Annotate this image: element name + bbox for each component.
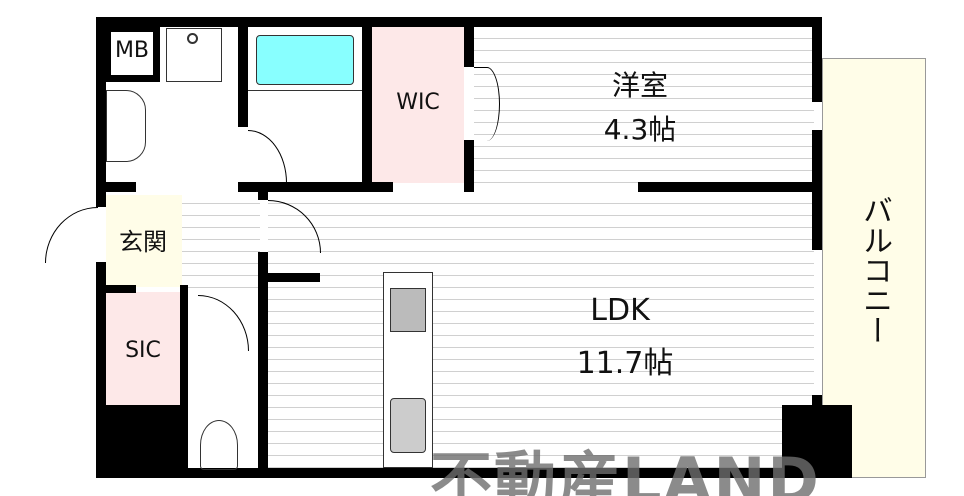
wall bbox=[362, 17, 372, 192]
wall bbox=[238, 182, 393, 192]
drain-icon bbox=[187, 33, 198, 44]
wall bbox=[96, 17, 822, 27]
western-room-name: 洋室 bbox=[611, 69, 668, 102]
wall bbox=[782, 405, 852, 478]
wall bbox=[96, 468, 822, 478]
entrance bbox=[106, 195, 182, 287]
wall bbox=[258, 192, 268, 200]
bath-door[interactable] bbox=[248, 130, 287, 183]
wall bbox=[96, 405, 186, 478]
meter-box-label: MB bbox=[114, 38, 150, 63]
meter-box bbox=[104, 25, 160, 82]
western-room-size: 4.3帖 bbox=[603, 113, 677, 146]
wall bbox=[464, 17, 474, 67]
ldk-room bbox=[268, 192, 814, 470]
wall bbox=[638, 182, 822, 192]
wic-door[interactable] bbox=[474, 67, 500, 141]
hallway bbox=[180, 192, 260, 292]
bathtub bbox=[256, 35, 354, 85]
shoe-closet-label: SIC bbox=[125, 338, 161, 363]
ldk-size: 11.7帖 bbox=[576, 346, 674, 381]
balcony-label: バルコニー bbox=[857, 195, 892, 345]
toilet-door[interactable] bbox=[198, 295, 249, 351]
ldk-name: LDK bbox=[590, 293, 650, 328]
wall bbox=[238, 17, 248, 127]
shoe-closet bbox=[106, 292, 180, 405]
wall bbox=[96, 17, 106, 207]
wall bbox=[812, 17, 822, 102]
front-door[interactable] bbox=[45, 207, 98, 263]
wall bbox=[180, 285, 188, 478]
western-room bbox=[474, 27, 814, 183]
wall bbox=[96, 262, 106, 478]
wic-label: WIC bbox=[396, 90, 440, 115]
stove-icon bbox=[390, 288, 426, 332]
sink-icon bbox=[390, 398, 426, 453]
wall bbox=[268, 273, 320, 282]
bath-line bbox=[248, 90, 362, 91]
entrance-label: 玄関 bbox=[119, 228, 167, 256]
wall bbox=[106, 285, 136, 293]
walk-in-closet bbox=[372, 27, 464, 183]
wall bbox=[96, 182, 136, 192]
watermark: 不動産LAND bbox=[430, 444, 821, 496]
wall bbox=[464, 140, 474, 192]
washbasin bbox=[106, 90, 146, 162]
toilet bbox=[200, 420, 238, 470]
wall bbox=[258, 252, 268, 478]
